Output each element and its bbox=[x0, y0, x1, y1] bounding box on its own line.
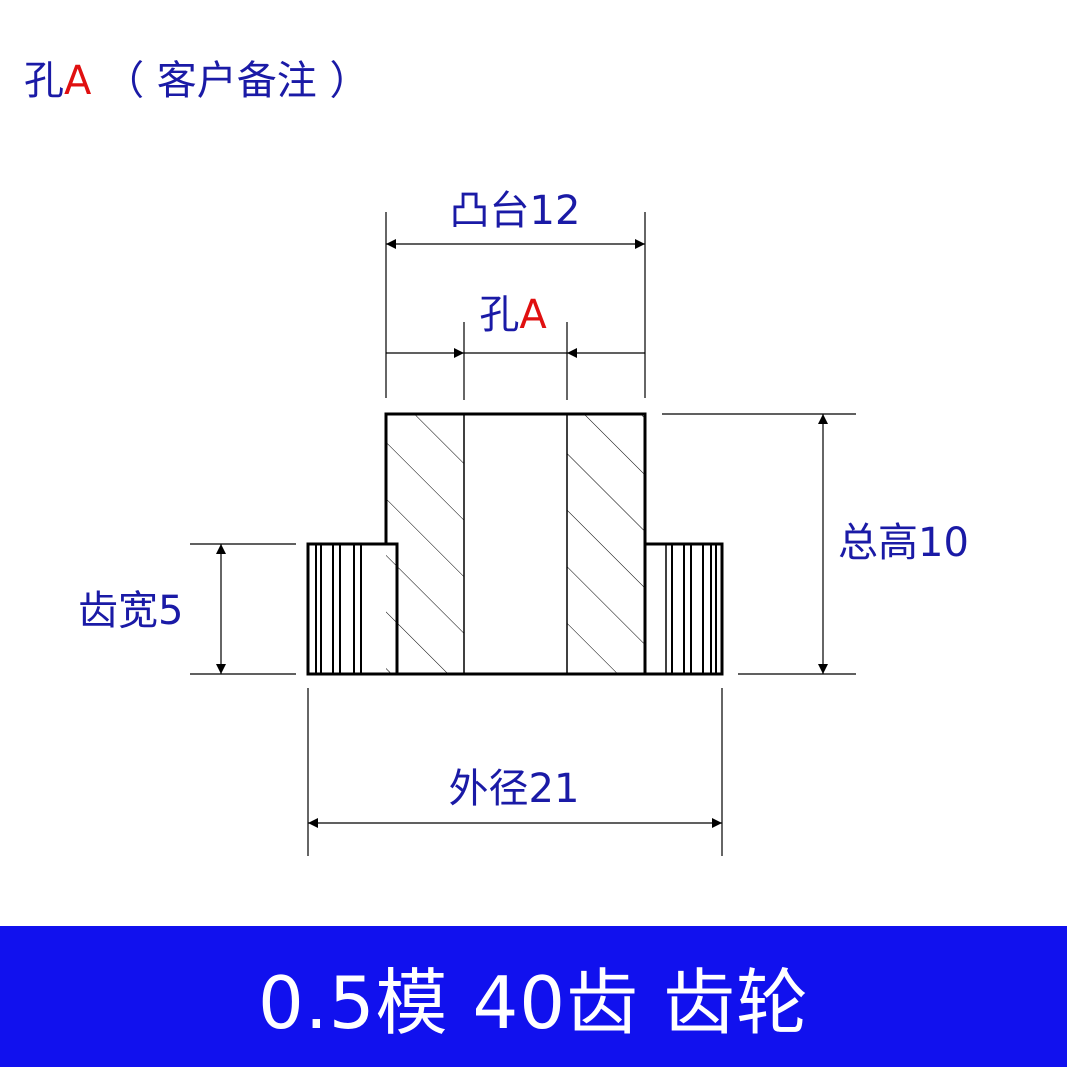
right-teeth bbox=[643, 542, 724, 676]
note-suffix: （ 客户备注 ） bbox=[91, 58, 370, 104]
boss-dimension bbox=[385, 212, 646, 398]
hole-label: 孔A bbox=[479, 292, 547, 338]
height-dimension bbox=[662, 413, 856, 675]
note-prefix: 孔 bbox=[24, 58, 64, 104]
hole-label-prefix: 孔 bbox=[479, 292, 519, 338]
note-highlight: A bbox=[64, 58, 92, 104]
banner-title: 0.5模 40齿 齿轮 bbox=[258, 961, 809, 1045]
section-hatch bbox=[386, 414, 645, 674]
left-teeth bbox=[306, 542, 399, 676]
tooth-width-dimension bbox=[190, 543, 296, 675]
customer-note: 孔A （ 客户备注 ） bbox=[24, 48, 370, 106]
gear-drawing: 凸台12 孔A 总高10 齿宽5 外径21 bbox=[78, 188, 969, 856]
product-banner: 0.5模 40齿 齿轮 bbox=[0, 926, 1067, 1067]
height-label: 总高10 bbox=[838, 520, 969, 566]
diameter-dimension bbox=[307, 688, 723, 856]
diameter-label: 外径21 bbox=[449, 766, 580, 812]
hole-dimension bbox=[386, 322, 645, 400]
hole-label-highlight: A bbox=[519, 292, 547, 338]
boss-label: 凸台12 bbox=[450, 188, 581, 234]
tooth-width-label: 齿宽5 bbox=[78, 588, 183, 634]
